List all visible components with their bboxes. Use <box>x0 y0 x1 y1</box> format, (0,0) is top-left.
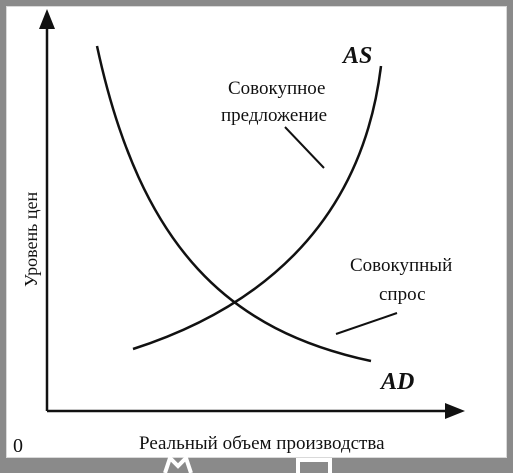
as-caption-leader <box>284 126 325 169</box>
origin-label: 0 <box>13 435 23 457</box>
cropped-title-glyphs <box>163 456 332 473</box>
diagram-panel: AS AD Совокупное предложение Совокупный … <box>6 6 507 458</box>
ad-caption-line-1: Совокупный <box>350 255 452 276</box>
ad-curve <box>95 45 372 363</box>
cropped-slide-title <box>0 456 513 473</box>
ad-symbol: AD <box>379 369 414 395</box>
as-caption-line-2: предложение <box>221 105 327 126</box>
y-axis-label: Уровень цен <box>21 191 41 287</box>
ad-caption-line-2: спрос <box>379 284 426 305</box>
x-axis-arrow <box>445 403 465 419</box>
y-axis-arrow <box>39 9 55 29</box>
aggregate-supply-demand-diagram: AS AD Совокупное предложение Совокупный … <box>13 9 465 457</box>
ad-caption-leader <box>335 312 398 335</box>
as-caption-line-1: Совокупное <box>228 78 325 99</box>
x-axis-label: Реальный объем производства <box>139 433 385 454</box>
as-curve <box>132 65 383 351</box>
as-symbol: AS <box>341 43 372 69</box>
